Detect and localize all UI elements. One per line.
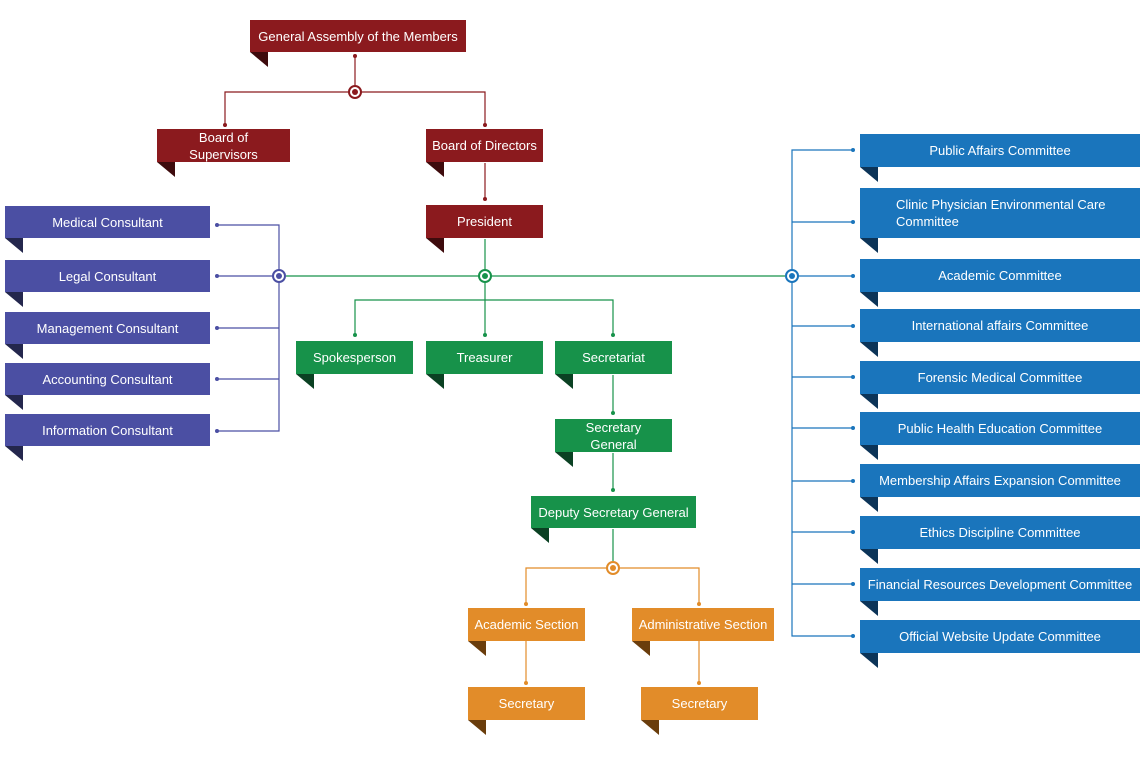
committee-clinic-physician-environmental-care: Clinic Physician Environmental Care Comm…	[860, 188, 1140, 253]
secretariat-box: Secretariat	[555, 341, 672, 389]
committee-financial-resources-development: Financial Resources Development Committe…	[860, 568, 1140, 616]
president-box: President	[426, 205, 543, 253]
secretary-general-box: Secretary General	[555, 419, 672, 467]
blue-dots	[851, 148, 855, 638]
committee-public-affairs: Public Affairs Committee	[860, 134, 1140, 182]
red-connectors	[224, 56, 486, 199]
consultant-information: Information Consultant	[5, 414, 210, 461]
committee-official-website-update: Official Website Update Committee	[860, 620, 1140, 668]
board-of-directors-box: Board of Directors	[426, 129, 543, 177]
consultant-legal: Legal Consultant	[5, 260, 210, 307]
red-dots	[223, 54, 487, 201]
academic-section-box: Academic Section	[468, 608, 585, 656]
board-of-supervisors-box: Board of Supervisors	[157, 129, 290, 177]
treasurer-box: Treasurer	[426, 341, 543, 389]
blue-connectors	[791, 149, 853, 637]
consultant-accounting: Accounting Consultant	[5, 363, 210, 410]
administrative-section-box: Administrative Section	[632, 608, 774, 656]
consultant-management: Management Consultant	[5, 312, 210, 359]
green-connectors	[286, 239, 785, 561]
consultant-medical: Medical Consultant	[5, 206, 210, 253]
committee-forensic-medical: Forensic Medical Committee	[860, 361, 1140, 409]
committee-public-health-education: Public Health Education Committee	[860, 412, 1140, 460]
orange-dots	[524, 602, 701, 685]
academic-secretary-box: Secretary	[468, 687, 585, 735]
general-assembly-box: General Assembly of the Members	[250, 20, 466, 67]
administrative-secretary-box: Secretary	[641, 687, 758, 735]
green-dots	[353, 333, 615, 492]
committee-academic: Academic Committee	[860, 259, 1140, 307]
committee-membership-affairs-expansion: Membership Affairs Expansion Committee	[860, 464, 1140, 512]
purple-connectors	[217, 224, 280, 432]
deputy-secretary-general-box: Deputy Secretary General	[531, 496, 696, 543]
committee-ethics-discipline: Ethics Discipline Committee	[860, 516, 1140, 564]
spokesperson-box: Spokesperson	[296, 341, 413, 389]
committee-international-affairs: International affairs Committee	[860, 309, 1140, 357]
purple-dots	[215, 223, 219, 433]
